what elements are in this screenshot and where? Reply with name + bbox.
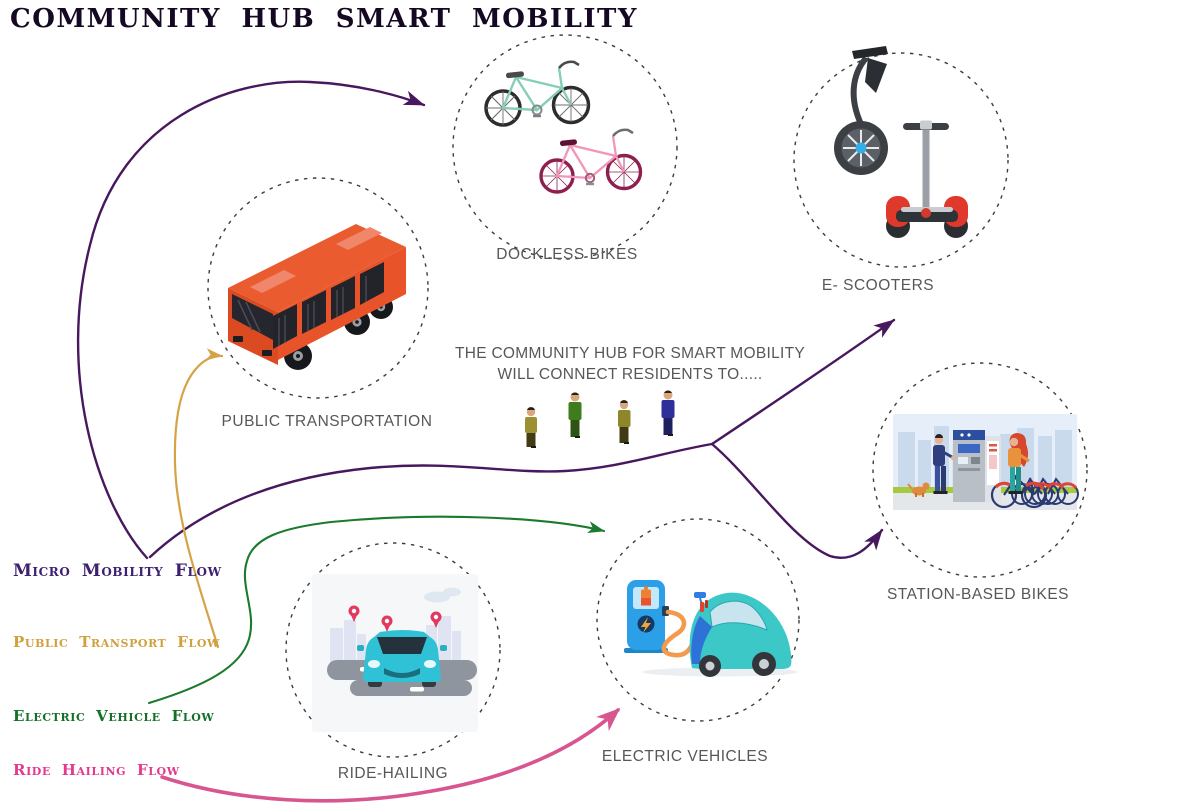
segway-scooter-icon: [886, 120, 968, 238]
center-caption: THE COMMUNITY HUB FOR SMART MOBILITY WIL…: [430, 343, 830, 385]
electric-car-icon: [689, 592, 792, 677]
node-label-ride-hailing: RIDE-HAILING: [337, 765, 449, 782]
map-pins: [348, 605, 442, 632]
ride-hailing-circle: [285, 542, 501, 758]
kiosk-icon: [953, 430, 1001, 502]
legend-item-electric-vehicle: Electric Vehicle Flow: [13, 707, 215, 725]
bus-icon: [228, 224, 406, 370]
station-based-bikes-circle: [872, 362, 1088, 578]
charging-cable: [661, 609, 702, 658]
person-icon: [568, 392, 582, 438]
flow-arrows: [76, 80, 896, 803]
center-caption-line1: THE COMMUNITY HUB FOR SMART MOBILITY: [454, 345, 806, 362]
page-title: COMMUNITY HUB SMART MOBILITY: [10, 4, 638, 34]
node-label-station-based-bikes: STATION-BASED BIKES: [886, 586, 1070, 603]
node-label-e-scooters: E- SCOOTERS: [821, 277, 935, 294]
bike-station-illustration: [893, 414, 1079, 510]
unicycle-scooter-icon: [834, 46, 888, 175]
legend-item-public-transport: Public Transport Flow: [13, 633, 220, 651]
person-icon: [618, 400, 631, 444]
public-transport-arrow: [173, 348, 224, 649]
bicycle-icon-pink: [539, 128, 643, 194]
person-icon: [525, 407, 537, 448]
micro-mobility-arrow-dockless: [76, 80, 426, 560]
bicycle-icon-teal: [484, 60, 591, 127]
node-circles: [207, 34, 1088, 758]
legend-item-ride-hailing: Ride Hailing Flow: [13, 761, 180, 779]
node-label-electric-vehicles: ELECTRIC VEHICLES: [601, 748, 769, 765]
electric-vehicles-circle: [596, 518, 800, 722]
electric-vehicle-arrow: [147, 515, 606, 705]
man-with-dog: [907, 434, 955, 497]
node-label-public-transportation: PUBLIC TRANSPORTATION: [221, 413, 433, 430]
person-icon: [661, 390, 675, 436]
center-caption-line2: WILL CONNECT RESIDENTS TO.....: [497, 366, 763, 383]
public-transportation-circle: [207, 177, 429, 399]
dockless-bikes-circle: [452, 34, 678, 260]
e-scooters-circle: [793, 52, 1009, 268]
dockless-bikes-icons: [484, 60, 643, 194]
charging-station-icon: [624, 580, 668, 653]
micro-mobility-trunk: [148, 442, 714, 559]
ride-hailing-car-illustration: [312, 574, 478, 732]
woman-with-bike: [990, 433, 1048, 509]
e-scooters-icons: [834, 46, 968, 238]
micro-mobility-arrow-station: [710, 442, 884, 559]
micro-mobility-arrow-escooters: [710, 318, 896, 446]
node-label-dockless-bikes: DOCKLESS BIKES: [496, 246, 638, 263]
ev-charging-illustration: [624, 580, 798, 677]
residents-icons: [525, 390, 675, 448]
ride-hailing-arrow: [160, 707, 621, 803]
legend-item-micro-mobility: Micro Mobility Flow: [13, 561, 222, 581]
taxi-car-icon: [357, 630, 447, 687]
